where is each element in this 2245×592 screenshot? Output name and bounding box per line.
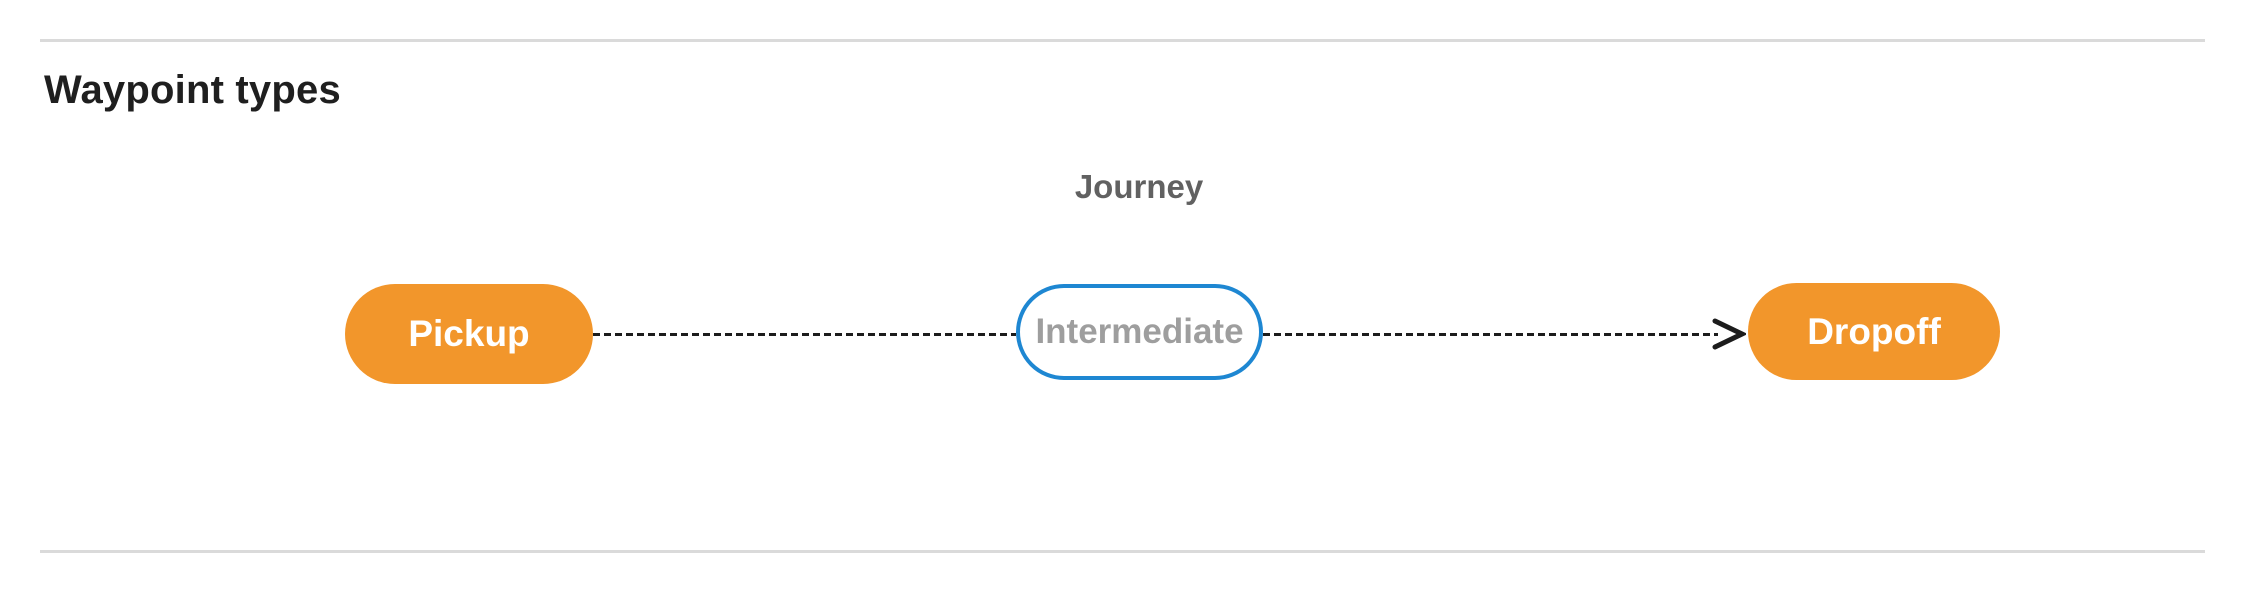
node-intermediate-label: Intermediate <box>1035 312 1244 351</box>
node-intermediate: Intermediate <box>1016 284 1263 380</box>
journey-label: Journey <box>1074 168 1204 205</box>
top-divider <box>40 39 2205 42</box>
node-pickup: Pickup <box>345 284 593 384</box>
node-pickup-label: Pickup <box>408 313 530 354</box>
bottom-divider <box>40 550 2205 553</box>
page-title: Waypoint types <box>44 68 341 112</box>
node-dropoff-label: Dropoff <box>1807 310 1941 352</box>
edge-pickup-to-intermediate <box>593 333 1016 336</box>
edge-intermediate-to-dropoff <box>1263 333 1718 336</box>
arrowhead-icon <box>1712 318 1746 350</box>
node-dropoff: Dropoff <box>1748 283 2000 380</box>
